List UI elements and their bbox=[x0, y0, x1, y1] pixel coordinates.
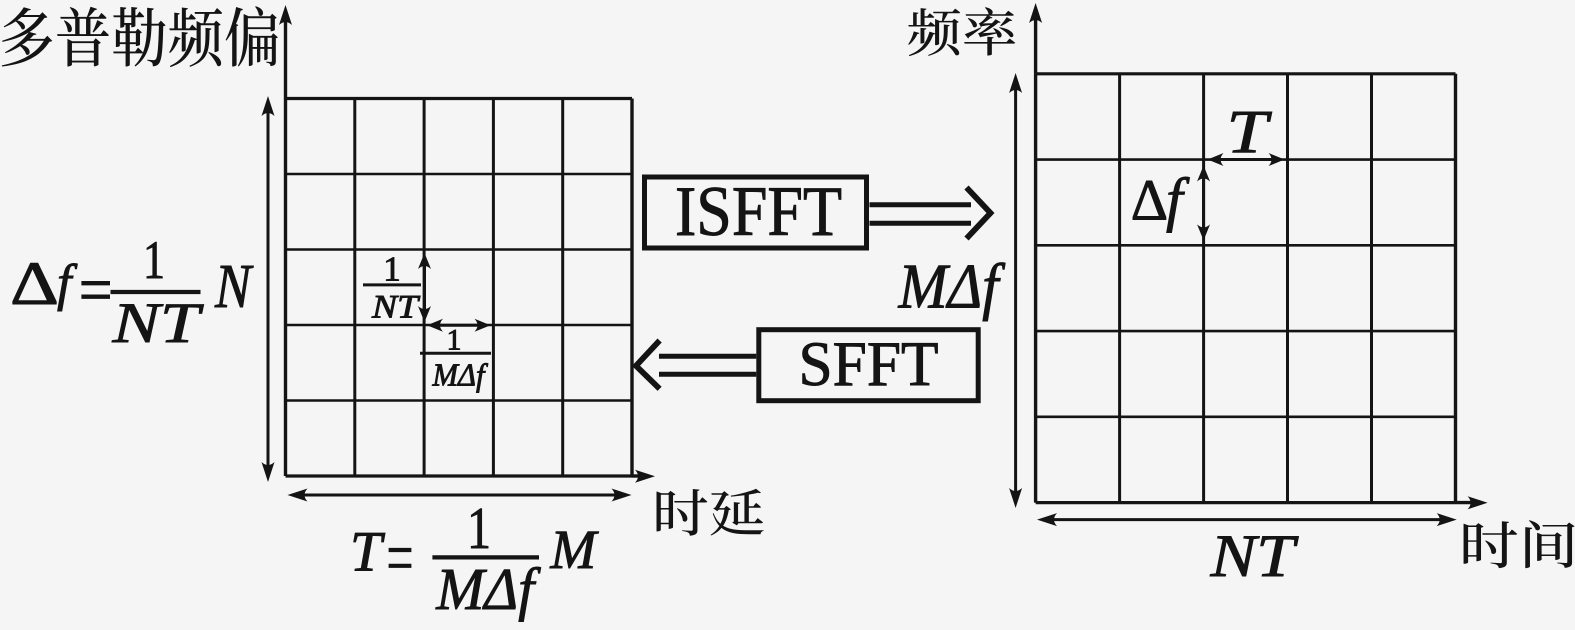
svg-text:NT: NT bbox=[111, 292, 205, 355]
svg-text:MΔf: MΔf bbox=[432, 357, 489, 393]
svg-text:SFFT: SFFT bbox=[799, 329, 939, 399]
svg-text:T: T bbox=[350, 521, 386, 584]
svg-text:T: T bbox=[1227, 99, 1273, 166]
svg-text:NT: NT bbox=[1209, 523, 1298, 589]
svg-text:MΔf: MΔf bbox=[898, 251, 1006, 322]
svg-text:MΔf: MΔf bbox=[435, 556, 541, 622]
svg-text:N: N bbox=[214, 253, 254, 321]
svg-text:Δ: Δ bbox=[10, 251, 59, 318]
svg-text:M: M bbox=[549, 519, 599, 580]
svg-text:1: 1 bbox=[143, 230, 165, 290]
svg-text:1: 1 bbox=[383, 250, 401, 289]
svg-text:1: 1 bbox=[447, 323, 462, 356]
svg-text:Δ: Δ bbox=[1131, 168, 1168, 233]
svg-text:1: 1 bbox=[467, 495, 491, 561]
svg-text:ISFFT: ISFFT bbox=[675, 173, 842, 251]
svg-text:NT: NT bbox=[371, 290, 421, 326]
